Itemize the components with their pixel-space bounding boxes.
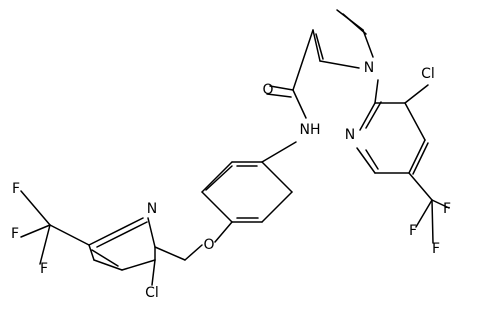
bond-line xyxy=(39,224,51,265)
atom-label: O xyxy=(262,82,273,98)
bond-line xyxy=(49,224,90,246)
bond-line xyxy=(415,199,433,228)
bond-line xyxy=(261,191,293,223)
bond-line xyxy=(214,221,233,243)
bond-line xyxy=(431,199,434,244)
atom-label: F xyxy=(409,223,417,239)
atom-label: NH xyxy=(300,122,321,138)
bond-line xyxy=(201,161,233,193)
bond-line xyxy=(261,141,297,163)
atom-label: F xyxy=(12,181,20,197)
atom-label: F xyxy=(443,201,451,217)
atom-label: N xyxy=(345,127,355,143)
bond-line xyxy=(88,217,144,246)
double-bond-line xyxy=(266,93,292,98)
double-bond-line xyxy=(96,221,148,248)
bond-line xyxy=(151,259,156,286)
bond-line xyxy=(154,246,186,261)
double-bond-line xyxy=(205,165,233,191)
bond-line xyxy=(374,79,379,104)
bond-line xyxy=(184,244,203,261)
bond-line xyxy=(201,191,233,223)
bond-line xyxy=(20,224,51,238)
bond-line xyxy=(261,161,293,193)
bond-line xyxy=(147,217,156,248)
bond-line xyxy=(292,89,307,119)
double-bond-line xyxy=(91,249,119,267)
atom-label: N xyxy=(364,60,374,76)
bond-line xyxy=(356,147,376,174)
atom-labels: O NH N N Cl F F F O N Cl F F F xyxy=(11,60,451,301)
bond-line xyxy=(93,259,123,271)
bond-line xyxy=(362,29,374,58)
atom-label: N xyxy=(147,201,157,217)
bond-line xyxy=(292,29,314,91)
bond-line xyxy=(319,60,360,69)
bond-line xyxy=(121,259,156,271)
atom-label: Cl xyxy=(421,66,435,82)
bond-line xyxy=(312,29,321,62)
bond-line xyxy=(88,244,95,261)
double-bond-line xyxy=(315,33,324,60)
bond-line xyxy=(404,102,426,141)
bond-line xyxy=(408,172,433,201)
bond-line xyxy=(408,139,426,174)
atom-label: F xyxy=(432,241,440,257)
double-bond-line xyxy=(365,149,379,170)
atom-label: F xyxy=(40,261,48,277)
bond-line xyxy=(359,102,376,131)
bond-line xyxy=(269,85,294,91)
double-bond-line xyxy=(365,101,382,129)
double-bond-line xyxy=(412,142,429,175)
atom-label: F xyxy=(11,226,19,242)
bond-line xyxy=(431,199,450,209)
atom-label: O xyxy=(203,237,214,253)
atom-label: Cl xyxy=(145,285,159,301)
double-bond-line xyxy=(342,13,367,35)
bond-line xyxy=(404,84,429,104)
bond-line xyxy=(20,190,51,226)
bond-lines xyxy=(20,9,450,286)
